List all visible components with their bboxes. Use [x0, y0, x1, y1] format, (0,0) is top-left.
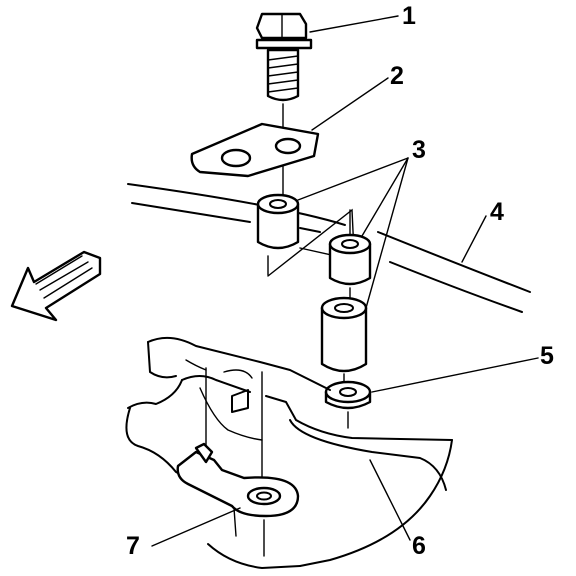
bracket: [190, 122, 320, 178]
callout-4: 4: [490, 198, 504, 226]
leader-lines: [151, 15, 539, 547]
callout-3: 3: [412, 136, 426, 164]
washer: [324, 380, 372, 429]
spacer-upper: [256, 193, 355, 277]
frame-rail: [125, 336, 453, 569]
spacer-lower: [320, 296, 368, 389]
frame-bracket: [176, 442, 300, 557]
callout-5: 5: [540, 342, 554, 370]
callout-7: 7: [126, 532, 140, 560]
callout-6: 6: [412, 532, 426, 560]
bolt: [255, 12, 313, 197]
forward-direction-arrow-icon: [10, 250, 102, 322]
callout-2: 2: [390, 62, 404, 90]
spacer-middle: [328, 209, 372, 301]
callout-1: 1: [402, 2, 416, 30]
